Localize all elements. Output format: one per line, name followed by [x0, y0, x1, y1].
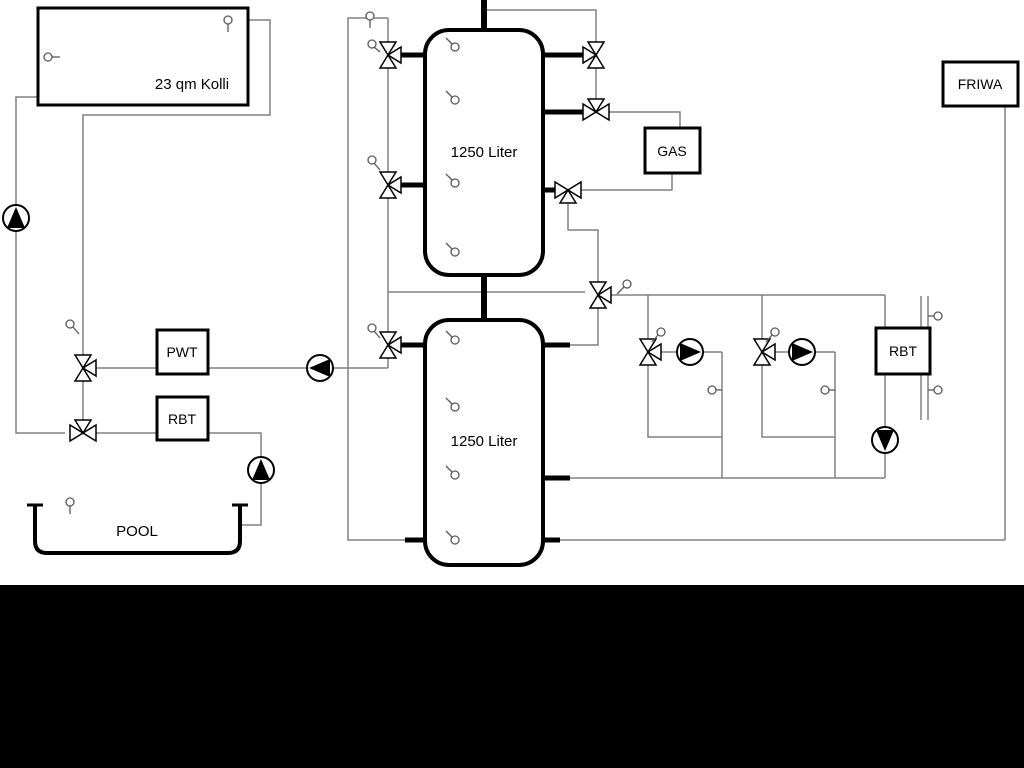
rbt-left-label: RBT: [168, 411, 196, 427]
sensor-icon: [65, 319, 80, 335]
sensor-icon: [445, 173, 460, 188]
pump-icon-heating-group-1: [676, 338, 704, 366]
pool-label: POOL: [116, 523, 158, 540]
sensor-icon: [928, 385, 943, 395]
pwt-heat-exchanger-box: [155, 328, 210, 376]
pwt-label: PWT: [166, 344, 198, 360]
three-way-valve-icon-charge-bottom: [378, 331, 402, 359]
three-way-valve-icon-charge-middle: [378, 171, 402, 199]
buffer-tank-bottom: [423, 318, 545, 567]
temperature-sensors: [43, 11, 943, 545]
sensor-icon: [445, 330, 460, 345]
sensor-icon: [367, 155, 381, 171]
sensor-icon: [616, 279, 632, 295]
sensor-icon: [445, 397, 460, 412]
pool-basin: [27, 503, 248, 555]
sensor-icon: [445, 530, 460, 545]
tank-connection-stubs: [398, 0, 583, 543]
three-way-valve-icon-solar-return: [69, 419, 97, 443]
sensor-icon: [65, 497, 75, 514]
pump-icon-solar: [2, 204, 30, 232]
pump-icon-pool: [247, 456, 275, 484]
rbt-left-box: [155, 395, 210, 442]
sensor-icon: [765, 327, 780, 343]
sensor-icon: [707, 385, 722, 395]
solar-collector-box: [36, 6, 250, 107]
gas-label: GAS: [657, 143, 687, 159]
three-way-valve-icon-gas-supply: [582, 98, 610, 122]
sensor-icon: [365, 11, 375, 28]
buffer-tank-top: [423, 28, 545, 277]
friwa-label: FRIWA: [958, 76, 1003, 92]
rbt-right-box: [874, 326, 932, 376]
sensor-icon: [367, 323, 381, 339]
collector-label: 23 qm Kolli: [155, 76, 229, 93]
sensor-icon: [445, 465, 460, 480]
sensor-icon: [445, 242, 460, 257]
gas-boiler-box: [643, 126, 702, 175]
three-way-valve-icon-charge-top: [378, 41, 402, 69]
pump-icon-pwt: [306, 354, 334, 382]
rbt-right-label: RBT: [889, 343, 917, 359]
sensor-icon: [223, 15, 233, 32]
sensor-icon: [43, 52, 60, 62]
sensor-icon: [445, 37, 460, 52]
sensor-icon: [367, 39, 381, 53]
three-way-valve-icon-tank-top-right: [582, 41, 606, 69]
friwa-station-box: [941, 60, 1020, 108]
pump-icon-heating-group-2: [788, 338, 816, 366]
pump-icon-rbt-right: [871, 426, 899, 454]
sensor-icon: [651, 327, 666, 343]
tank-top-label: 1250 Liter: [451, 144, 518, 161]
three-way-valve-icon-heating-group-1: [638, 338, 662, 366]
sensor-icon: [445, 90, 460, 105]
three-way-valve-icon-heating-group-2: [752, 338, 776, 366]
tank-bottom-label: 1250 Liter: [451, 433, 518, 450]
three-way-valve-icon-solar-supply: [73, 354, 97, 382]
three-way-valve-icon-gas-return: [554, 180, 582, 204]
sensor-icon: [928, 311, 943, 321]
three-way-valve-icon-distribution: [588, 281, 612, 309]
sensor-icon: [820, 385, 835, 395]
